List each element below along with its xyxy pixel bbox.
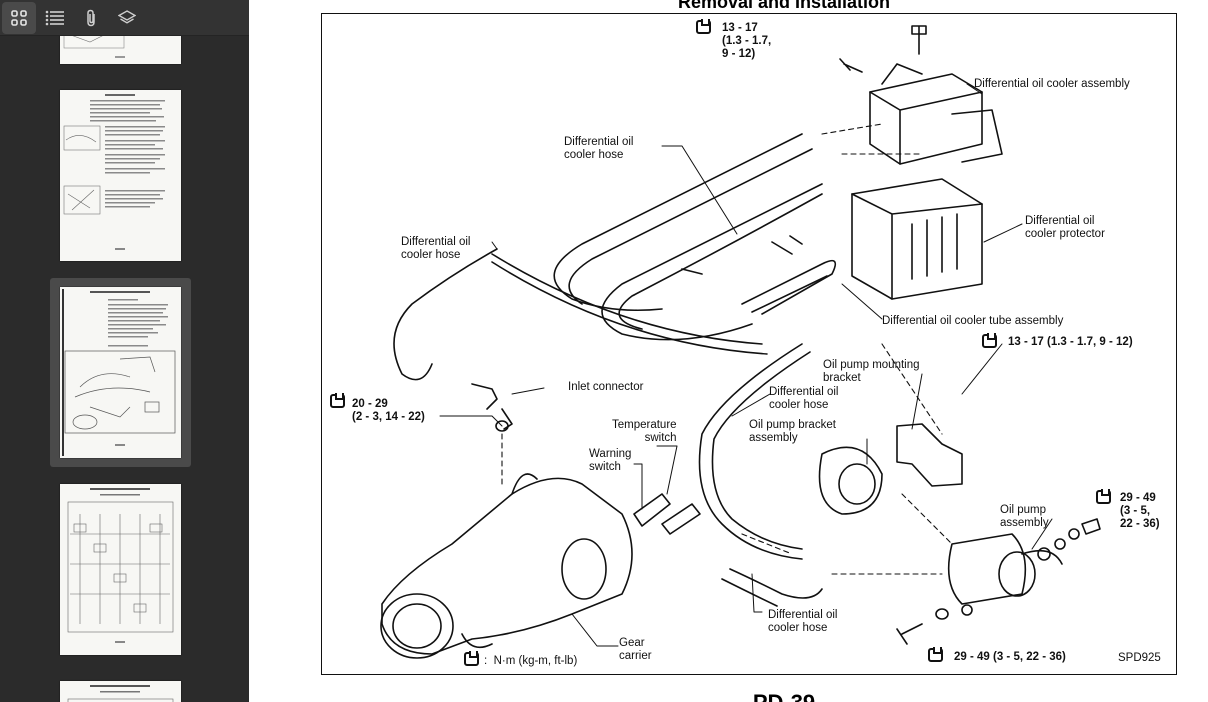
page-thumbnail[interactable] [60, 90, 181, 261]
label-inlet-connector: Inlet connector [568, 381, 644, 393]
thumbnail-page-image [67, 685, 174, 702]
page-thumbnail-selected[interactable] [60, 287, 181, 458]
layers-icon [118, 9, 136, 24]
torque-wrench-icon [982, 333, 997, 348]
torque-wrench-icon [464, 651, 479, 666]
torque-value: 29 - 49 (3 - 5, 22 - 36) [954, 651, 1066, 663]
label-cooler-protector: Differential oil cooler protector [1025, 215, 1105, 240]
figure-code: SPD925 [1118, 652, 1161, 664]
torque-value: 29 - 49 (3 - 5, 22 - 36) [1120, 492, 1160, 530]
torque-value: 20 - 29 (2 - 3, 14 - 22) [352, 398, 425, 423]
document-viewer[interactable]: Removal and Installation PD-39 [249, 0, 1208, 702]
torque-wrench-icon [330, 393, 345, 408]
layers-view-button[interactable] [110, 2, 144, 34]
torque-value: 13 - 17 (1.3 - 1.7, 9 - 12) [1008, 336, 1133, 348]
sidebar [0, 0, 249, 702]
label-temperature-switch: Temperature switch [612, 419, 677, 444]
torque-wrench-icon [696, 19, 711, 34]
label-warning-switch: Warning switch [589, 448, 632, 473]
label-oil-cooler-assembly: Differential oil cooler assembly [974, 78, 1130, 90]
exploded-view-diagram: Differential oil cooler assembly Differe… [321, 13, 1177, 675]
page-thumbnail[interactable] [60, 36, 181, 64]
torque-wrench-icon [928, 647, 943, 662]
thumbnail-page-image [63, 36, 125, 58]
torque-wrench-icon [1096, 489, 1111, 504]
label-hose-bottom: Differential oil cooler hose [768, 609, 838, 634]
thumbnail-page-image [62, 289, 176, 456]
label-hose-top: Differential oil cooler hose [564, 136, 634, 161]
page-thumbnail[interactable] [60, 681, 181, 702]
outline-view-button[interactable] [38, 2, 72, 34]
page-thumbnail[interactable] [60, 484, 181, 655]
label-pump-bracket-assembly: Oil pump bracket assembly [749, 419, 836, 444]
torque-value: 13 - 17 (1.3 - 1.7, 9 - 12) [722, 22, 772, 60]
diagram-drawing [380, 25, 1101, 659]
grid-icon [11, 9, 27, 26]
thumbnail-list[interactable] [0, 36, 249, 702]
thumbnail-page-image [63, 94, 165, 250]
label-hose-left: Differential oil cooler hose [401, 236, 471, 261]
attachments-view-button[interactable] [74, 2, 108, 34]
thumbnail-page-image [67, 488, 174, 643]
label-hose-middle: Differential oil cooler hose [769, 386, 839, 411]
label-tube-assembly: Differential oil cooler tube assembly [882, 315, 1064, 327]
label-oil-pump-assembly: Oil pump assembly [1000, 504, 1049, 529]
section-heading: Removal and Installation [677, 0, 891, 12]
sidebar-toolbar [0, 0, 249, 36]
page-number: PD-39 [249, 690, 1208, 702]
list-icon [45, 10, 64, 25]
paperclip-icon [87, 9, 95, 26]
thumbnails-view-button[interactable] [2, 1, 36, 34]
label-pump-mounting-bracket: Oil pump mounting bracket [823, 359, 920, 384]
label-gear-carrier: Gear carrier [619, 637, 652, 662]
unit-legend-text: : N·m (kg-m, ft-lb) [484, 655, 578, 667]
